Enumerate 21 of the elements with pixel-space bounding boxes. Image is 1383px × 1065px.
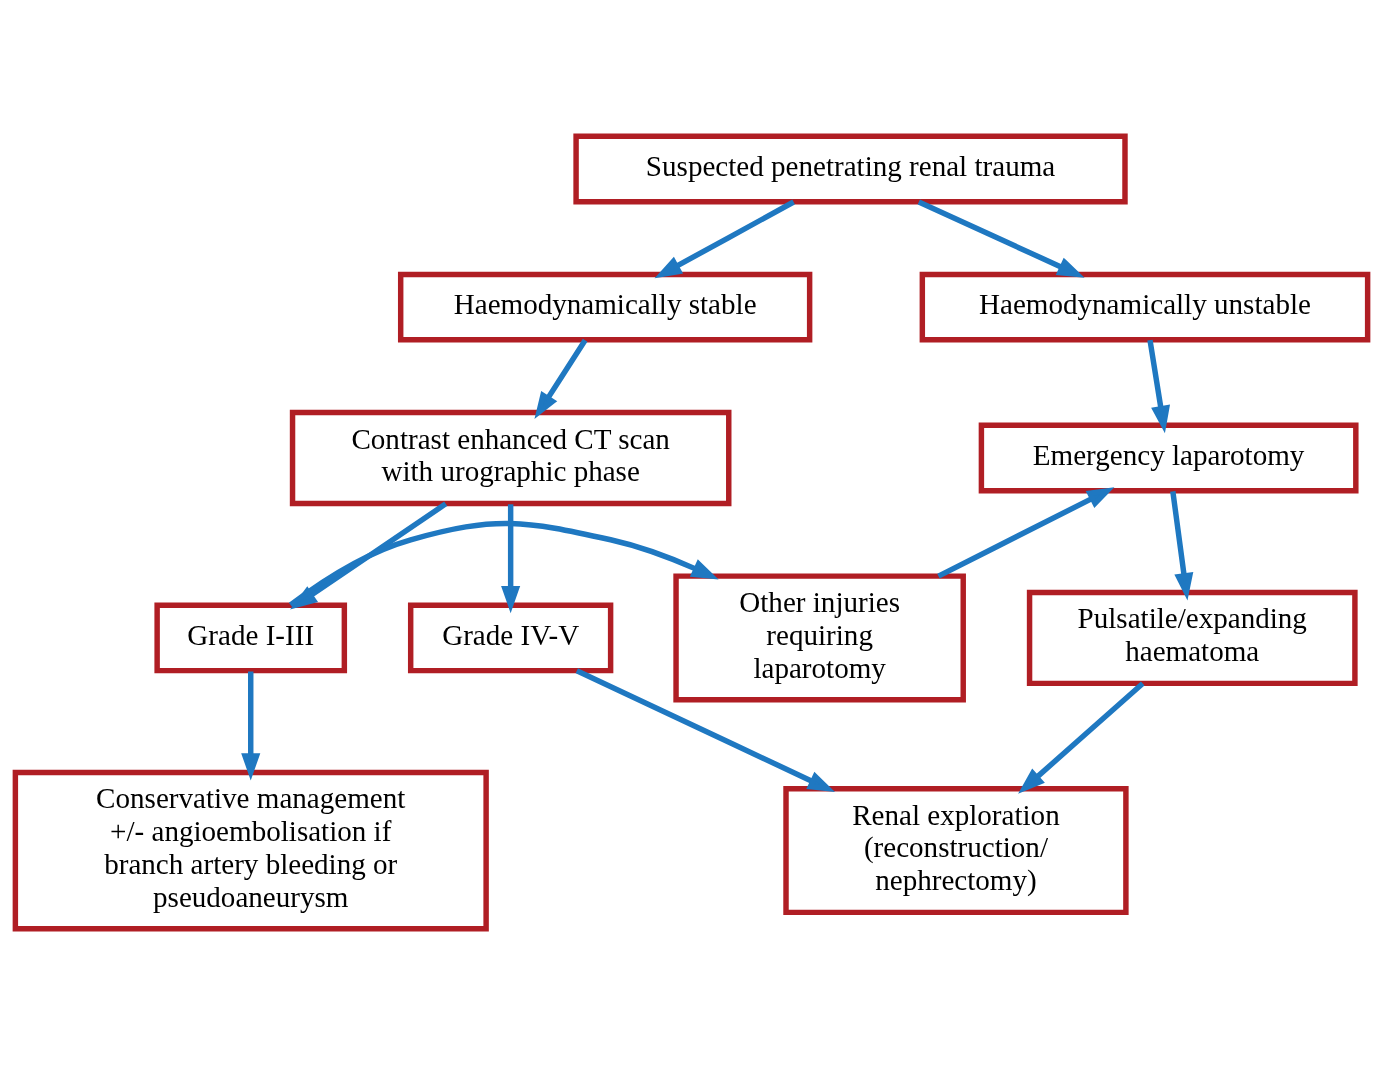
- node-box: Haemodynamically unstable: [919, 271, 1371, 343]
- node-box: Suspected penetrating renal trauma: [573, 133, 1128, 205]
- node-box: Grade IV-V: [407, 602, 614, 674]
- arrow: [575, 668, 836, 792]
- arrow: [937, 487, 1115, 579]
- arrow: [241, 671, 261, 781]
- node-box: Emergency laparotomy: [978, 422, 1359, 494]
- node-box: Grade I-III: [154, 602, 348, 674]
- node-box: Haemodynamically stable: [397, 271, 813, 343]
- node-box: Pulsatile/expanding haematoma: [1026, 589, 1358, 687]
- arrow: [501, 504, 521, 614]
- arrow: [1018, 681, 1145, 794]
- node-box: Renal exploration (reconstruction/ nephrectomy): [783, 786, 1129, 916]
- arrow: [534, 338, 588, 420]
- arrow: [1170, 490, 1194, 601]
- node-box: Conservative management +/- angioembolisation if branch artery bleeding or pseudoaneurysm: [12, 769, 489, 932]
- node-box: Contrast enhanced CT scan with urographic phase: [289, 409, 732, 507]
- arrow: [917, 199, 1085, 278]
- arrow: [654, 199, 795, 279]
- arrow: [1147, 339, 1171, 434]
- node-box: Other injuries requiring laparotomy: [673, 573, 966, 703]
